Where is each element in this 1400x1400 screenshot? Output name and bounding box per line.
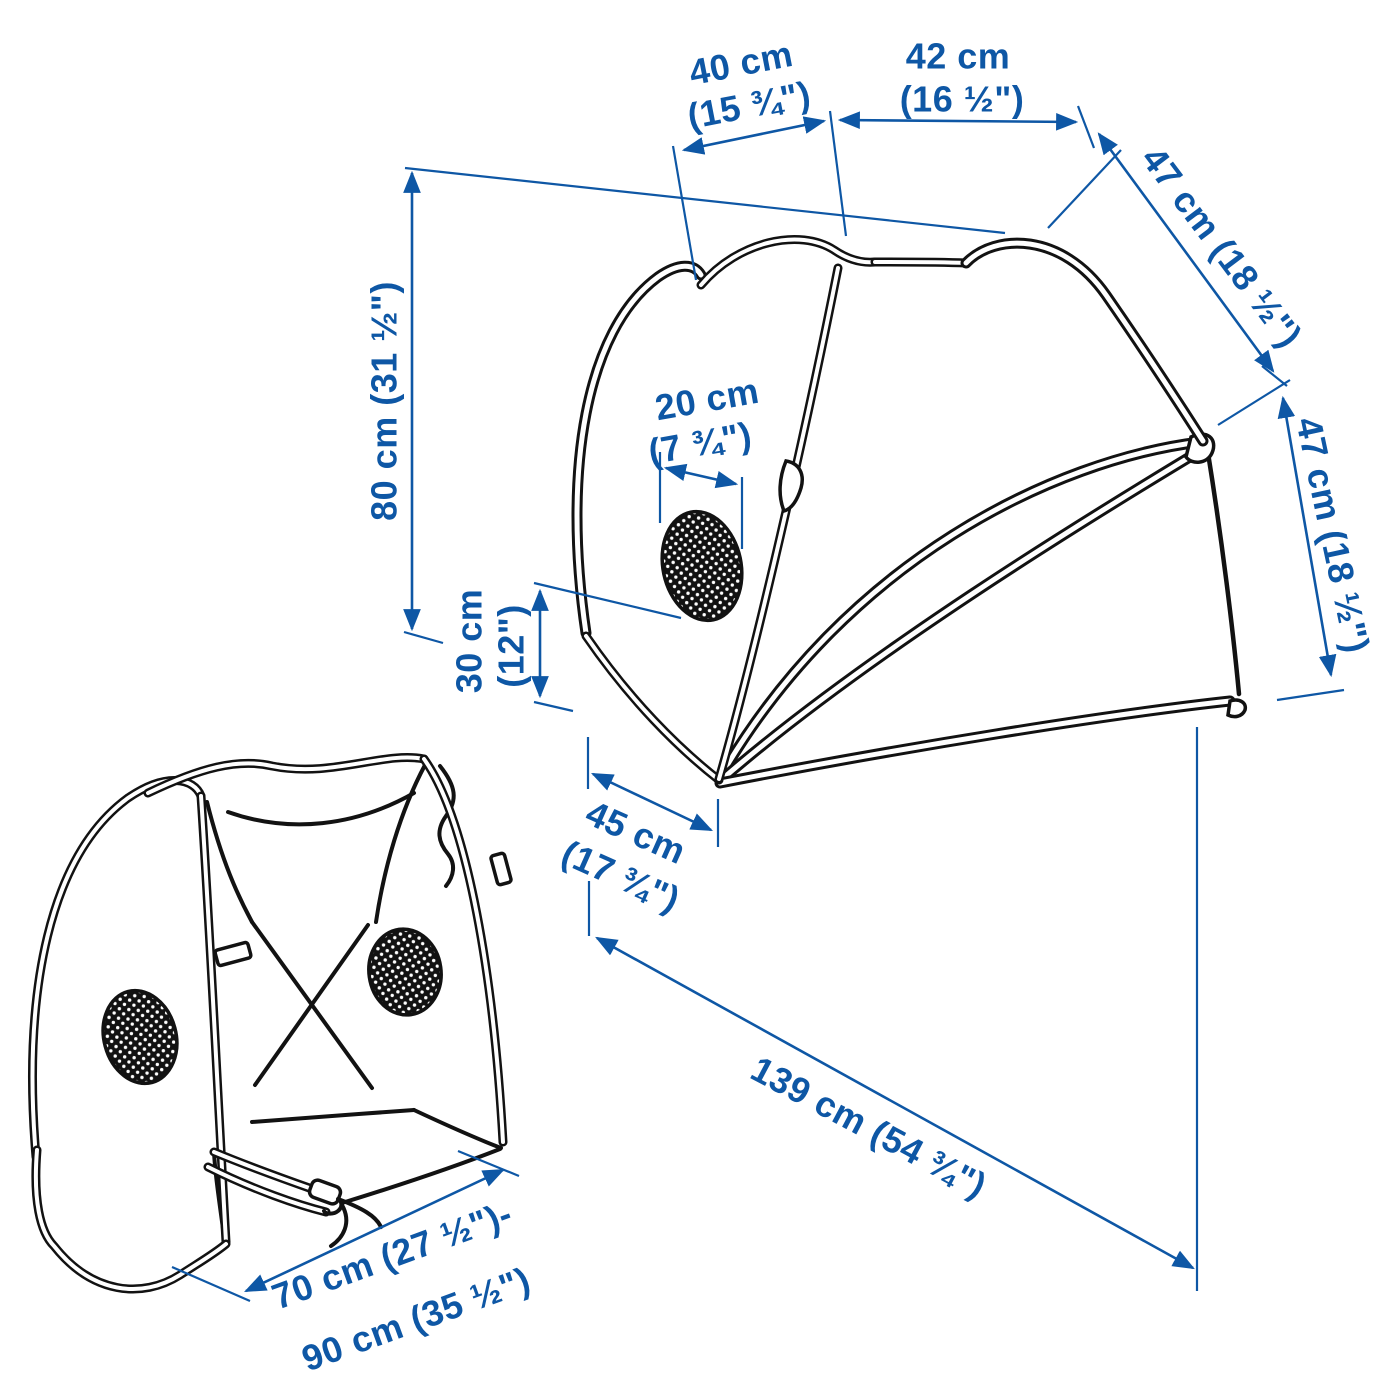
zipper-pull-icon xyxy=(778,459,804,514)
dimension-47cm-right: 47 cm (18 ½") xyxy=(1217,379,1378,702)
label-47cm-top: 47 cm (18 ½") xyxy=(1133,139,1310,355)
skirt-bottom-edge xyxy=(36,1150,226,1289)
front-arch-left-leg xyxy=(33,780,201,1157)
label-30cm: 30 cm xyxy=(449,589,490,694)
strap-buckle-front xyxy=(213,940,253,968)
tent-right-edge xyxy=(1205,450,1242,697)
label-42cm-inches: (16 ½") xyxy=(900,79,1025,120)
small-tent-illustration xyxy=(33,757,513,1289)
large-tent-illustration xyxy=(577,240,1248,783)
label-80cm: 80 cm (31 ½") xyxy=(364,281,405,521)
dimension-47cm-top: 47 cm (18 ½") xyxy=(1097,132,1311,387)
drawstring-toggle xyxy=(307,1178,343,1206)
inner-back-wall-top xyxy=(226,791,416,827)
front-bottom-edge xyxy=(586,636,719,780)
mesh-vent-large-tent xyxy=(660,509,744,623)
guy-line-cross-2 xyxy=(253,923,370,1087)
floor-back-edge xyxy=(250,1108,416,1124)
dimension-139cm: 139 cm (54 ¾") xyxy=(587,727,1199,1291)
floor-front-right-edge xyxy=(340,1147,502,1205)
strap-buckle-rear xyxy=(489,851,513,887)
inner-right-edge xyxy=(374,763,427,924)
label-30cm-inches: (12") xyxy=(491,604,532,688)
rail-end-curl xyxy=(1226,698,1248,719)
label-42cm: 42 cm xyxy=(906,36,1011,77)
dimension-42cm: 42 cm (16 ½") xyxy=(837,36,1122,229)
floor-right-edge xyxy=(412,1108,503,1150)
fabric-fold-line xyxy=(437,764,456,888)
label-139cm: 139 cm (54 ¾") xyxy=(744,1048,993,1206)
inner-left-edge xyxy=(205,800,254,924)
mesh-vent-small-tent xyxy=(101,988,179,1086)
mesh-vent-inner-panel xyxy=(367,927,443,1017)
label-47cm-right: 47 cm (18 ½") xyxy=(1288,414,1378,657)
dimension-30cm: 30 cm (12") xyxy=(449,581,682,713)
dimension-80cm: 80 cm (31 ½") xyxy=(364,166,1006,645)
